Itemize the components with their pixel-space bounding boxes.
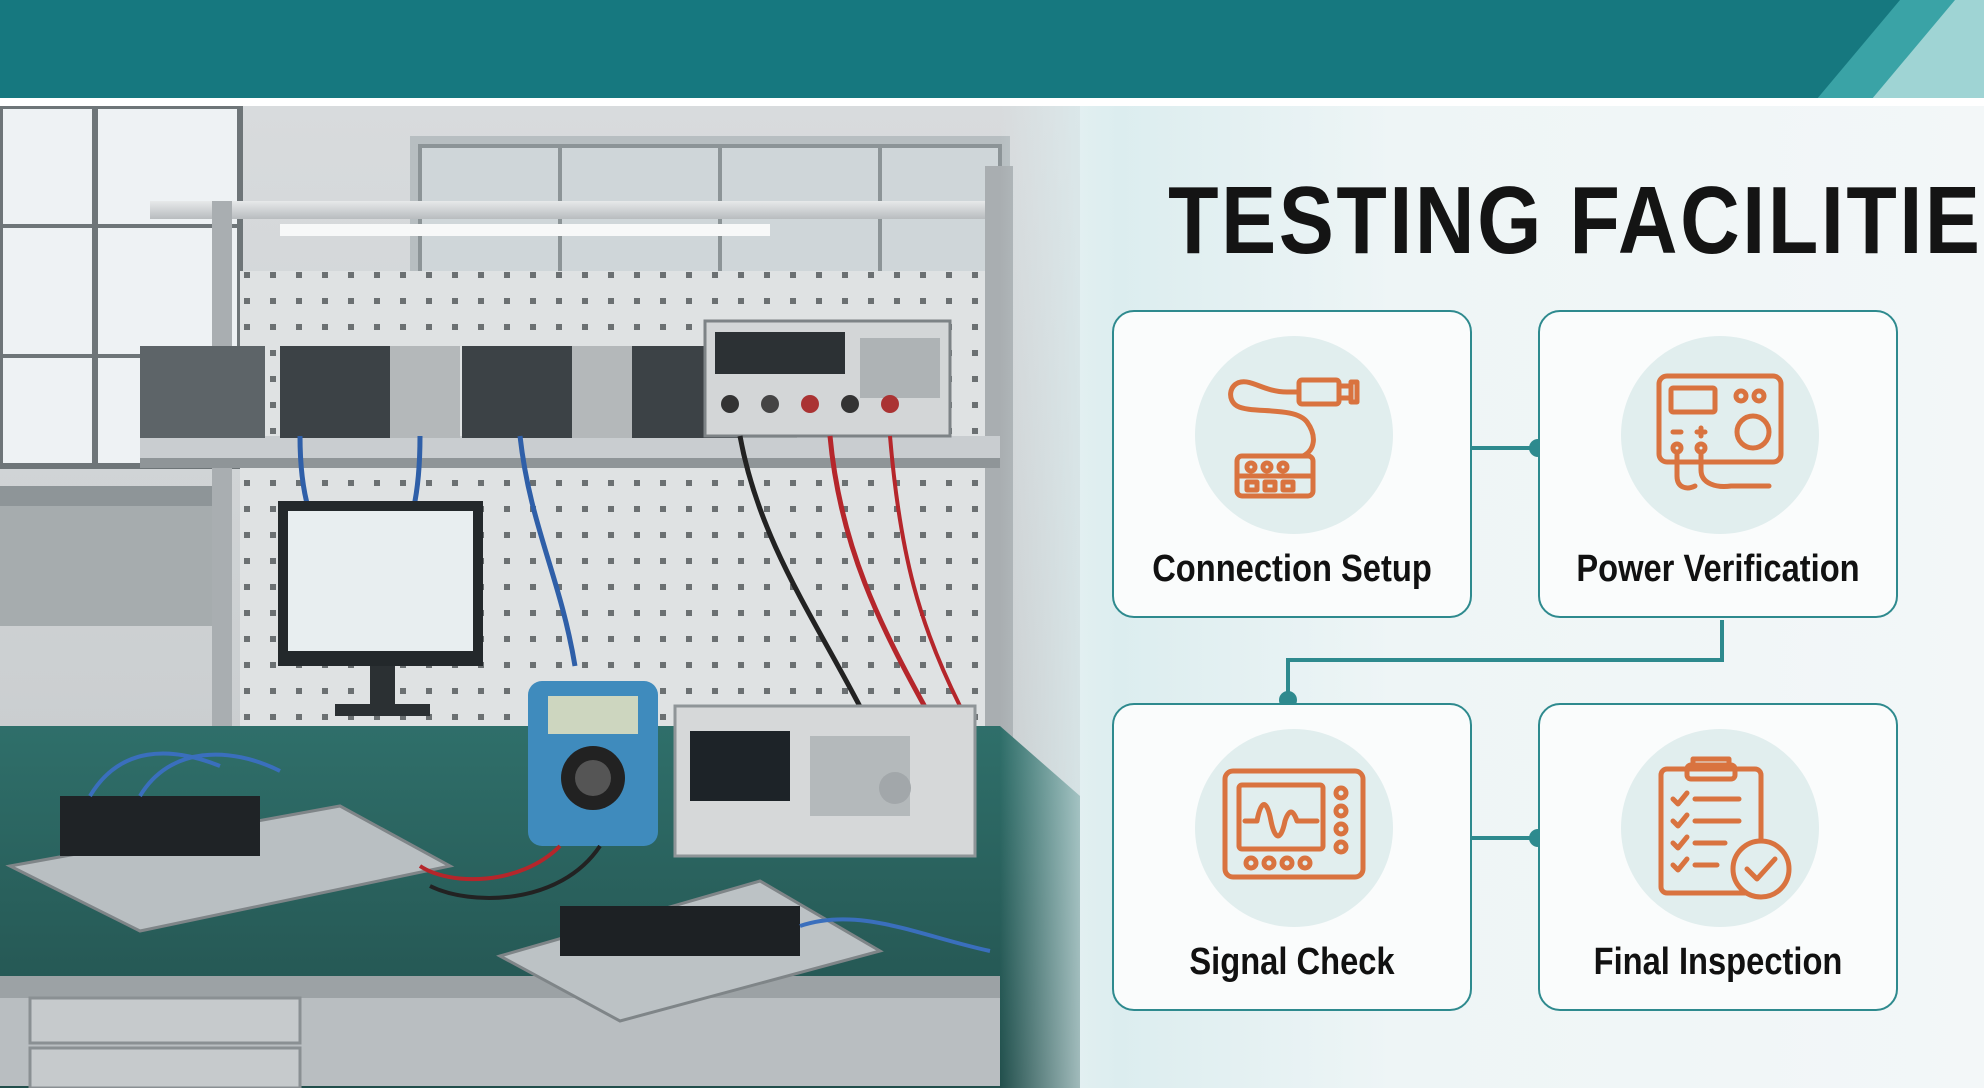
step-card-signal-check: Signal Check [1112, 703, 1472, 1011]
step-label: Connection Setup [1152, 548, 1432, 590]
header-band [0, 0, 1984, 98]
icon-badge [1195, 336, 1393, 534]
connector-2-3 [1286, 620, 1724, 700]
step-card-power-verification: Power Verification [1538, 310, 1898, 618]
step-card-connection-setup: Connection Setup [1112, 310, 1472, 618]
oscilloscope-icon [1222, 768, 1366, 880]
checklist-clipboard-icon [1658, 756, 1792, 900]
cable-connector-icon [1228, 377, 1360, 499]
step-label: Power Verification [1576, 548, 1860, 590]
power-supply-meter-icon [1656, 373, 1784, 491]
icon-badge [1621, 336, 1819, 534]
icon-badge [1195, 729, 1393, 927]
step-card-final-inspection: Final Inspection [1538, 703, 1898, 1011]
page-title: TESTING FACILITIES [1168, 167, 1984, 274]
test-bench-photo [0, 106, 1080, 1088]
icon-badge [1621, 729, 1819, 927]
header-divider [0, 98, 1984, 106]
step-label: Final Inspection [1593, 941, 1843, 983]
step-label: Signal Check [1189, 941, 1395, 983]
